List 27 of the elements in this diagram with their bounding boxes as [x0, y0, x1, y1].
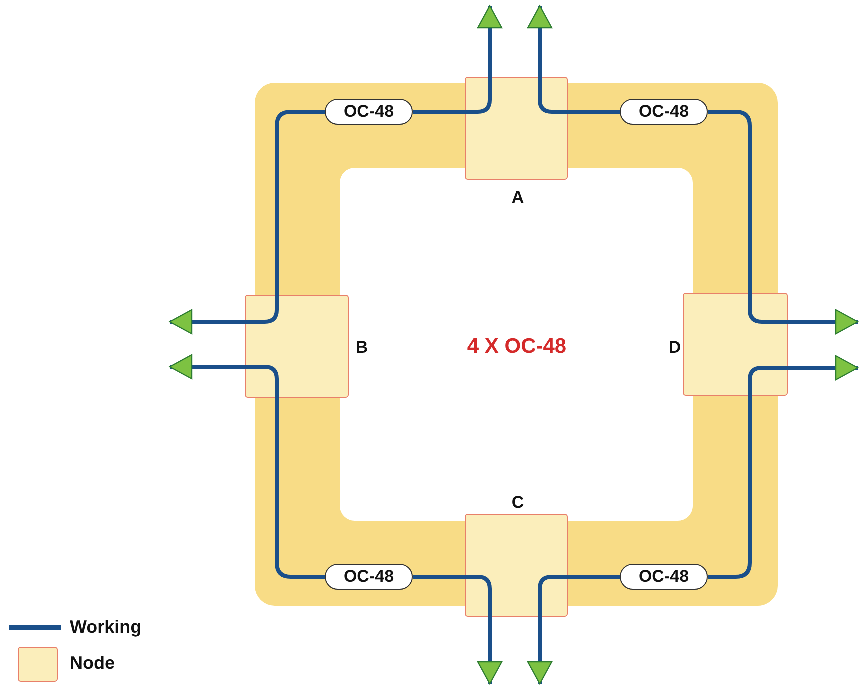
ring-capacity-label: 4 X OC-48 [467, 335, 567, 359]
connector-line [568, 110, 620, 114]
node-name: D [668, 338, 682, 358]
connector-line [708, 110, 752, 293]
link-rate-label: OC-48 [325, 564, 413, 590]
arrow [169, 309, 245, 335]
connector-line [275, 398, 325, 579]
arrow [527, 617, 553, 685]
link-rate-label: OC-48 [620, 564, 708, 590]
arrow [477, 5, 503, 77]
legend-label: Working [70, 617, 142, 638]
node-name: A [512, 188, 524, 208]
connector-line [708, 396, 752, 579]
connector-line [413, 110, 465, 114]
connector-line [568, 575, 620, 579]
node-name: B [356, 338, 368, 358]
connector-line [413, 575, 465, 579]
legend-label: Node [70, 653, 115, 674]
arrow [527, 5, 553, 77]
link-rate-label: OC-48 [620, 99, 708, 125]
arrow [477, 617, 503, 685]
link-rate-label: OC-48 [325, 99, 413, 125]
arrow [788, 355, 859, 381]
arrow [788, 309, 859, 335]
node-name: C [512, 493, 524, 513]
arrow [169, 354, 245, 380]
connector-line [275, 110, 325, 295]
